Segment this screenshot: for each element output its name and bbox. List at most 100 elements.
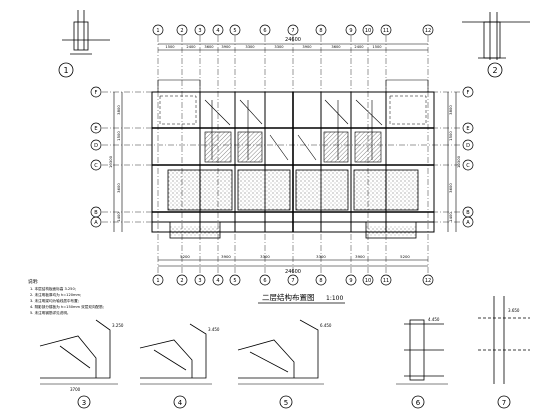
dim-bottom: 5200 xyxy=(180,254,190,259)
note-line: 2. 未注明板厚均为 h=120mm; xyxy=(30,292,81,297)
axis-bottom-label: 7 xyxy=(291,278,294,284)
axis-top-label: 8 xyxy=(319,28,322,34)
section-label-6: 6 xyxy=(416,399,421,407)
dim-side: 1500 xyxy=(116,131,121,141)
section-label-5: 5 xyxy=(284,399,288,407)
axis-right-bubble xyxy=(462,122,474,134)
note-line: 4. 阴影部分楼板为 h=150mm 双层双向配筋; xyxy=(30,304,104,309)
axis-left-label: F xyxy=(95,90,98,96)
dim-top: 3900 xyxy=(221,45,231,49)
axis-bottom-bubble xyxy=(362,274,374,286)
dims-left: 3800 1500 3600 1400 10300 xyxy=(108,105,121,222)
axis-bottom-label: 8 xyxy=(319,278,322,284)
axis-top-bubble xyxy=(315,24,327,36)
building-plan xyxy=(151,79,435,239)
level-label-4: 4.450 xyxy=(428,317,440,322)
axis-bottom-label: 4 xyxy=(216,278,219,284)
axis-top-bubble xyxy=(362,24,374,36)
axis-bottom-bubble xyxy=(380,274,392,286)
dim-side: 3800 xyxy=(116,105,121,115)
level-label-2: 3.450 xyxy=(208,327,220,332)
axis-left-bubble xyxy=(90,139,102,151)
axis-top-label: 1 xyxy=(156,28,159,34)
axis-top-bubble xyxy=(259,24,271,36)
dim-bottom: 3300 xyxy=(316,254,326,259)
axis-bottom-bubble xyxy=(345,274,357,286)
axis-bottom-bubble xyxy=(152,274,164,286)
axis-top-bubble xyxy=(152,24,164,36)
axis-left-label: C xyxy=(94,163,98,169)
axis-top-label: 10 xyxy=(365,28,371,34)
detail-2 xyxy=(462,12,530,78)
axis-left-bubble xyxy=(90,216,102,228)
axis-top-bubble xyxy=(422,24,434,36)
axis-bottom-bubble xyxy=(194,274,206,286)
axis-right-label: B xyxy=(466,210,470,216)
dimension-lines xyxy=(113,43,457,267)
axis-bottom-label: 6 xyxy=(263,278,266,284)
section-label-3: 3 xyxy=(82,399,86,407)
axis-bottom-bubble xyxy=(315,274,327,286)
dim-top: 3900 xyxy=(302,45,312,49)
level-label-3: 6.450 xyxy=(320,323,332,328)
axis-bottom-label: 3 xyxy=(198,278,201,284)
detail-circle-2 xyxy=(487,62,503,78)
axis-left-label: D xyxy=(94,143,98,149)
axis-right-label: C xyxy=(466,163,470,169)
dim-side: 1500 xyxy=(448,131,453,141)
axis-left-bubble xyxy=(90,159,102,171)
axis-bottom-bubble xyxy=(229,274,241,286)
rebar-marks xyxy=(204,99,383,161)
axis-bottom-label: 5 xyxy=(233,278,236,284)
dim-top: 2400 xyxy=(354,45,364,49)
dim-side-total: 10300 xyxy=(108,155,113,168)
axis-top-label: 6 xyxy=(263,28,266,34)
level-label-1: 3.250 xyxy=(112,323,124,328)
axis-right-bubble xyxy=(462,86,474,98)
axis-top-label: 2 xyxy=(180,28,183,34)
section-bubbles xyxy=(77,395,511,409)
axis-top-label: 9 xyxy=(349,28,352,34)
axis-bottom-bubble xyxy=(422,274,434,286)
axis-right-label: F xyxy=(467,90,470,96)
axis-bottom-label: 1 xyxy=(156,278,159,284)
detail-label-1: 1 xyxy=(63,66,68,75)
axis-top-bubble xyxy=(194,24,206,36)
axis-right-label: D xyxy=(466,143,470,149)
axis-top-bubble xyxy=(212,24,224,36)
dim-side: 3600 xyxy=(116,183,121,193)
axis-bottom-label: 12 xyxy=(425,278,431,284)
section-label-7: 7 xyxy=(502,399,506,407)
section-details xyxy=(39,296,530,385)
axis-left-label: B xyxy=(94,210,98,216)
detail-label-2: 2 xyxy=(492,66,497,75)
axis-right-bubble xyxy=(462,139,474,151)
dim-top: 3600 xyxy=(331,45,341,49)
notes-block: 1. 本层结构板面标高 3.250;2. 未注明板厚均为 h=120mm;3. … xyxy=(30,286,104,315)
dim-side: 3800 xyxy=(448,105,453,115)
axis-top-bubble xyxy=(380,24,392,36)
notes-heading: 说明: xyxy=(28,278,39,285)
axis-top-label: 11 xyxy=(383,28,389,34)
axis-left-bubble xyxy=(90,122,102,134)
dim-side: 3600 xyxy=(448,183,453,193)
dim-side: 1400 xyxy=(116,212,121,222)
axis-top-label: 3 xyxy=(198,28,201,34)
axis-right-label: E xyxy=(466,126,469,132)
dim-bottom: 5200 xyxy=(400,254,410,259)
axis-top-label: 12 xyxy=(425,28,431,34)
dim-side-total: 10300 xyxy=(456,155,461,168)
axis-left-label: A xyxy=(94,220,98,226)
dim-top: 1500 xyxy=(372,45,382,49)
note-line: 5. 未注明钢筋详见说明。 xyxy=(30,310,71,315)
axis-bottom-label: 10 xyxy=(365,278,371,284)
axis-bottom-bubble xyxy=(212,274,224,286)
axis-bottom-bubble xyxy=(259,274,271,286)
axis-top-bubble xyxy=(345,24,357,36)
